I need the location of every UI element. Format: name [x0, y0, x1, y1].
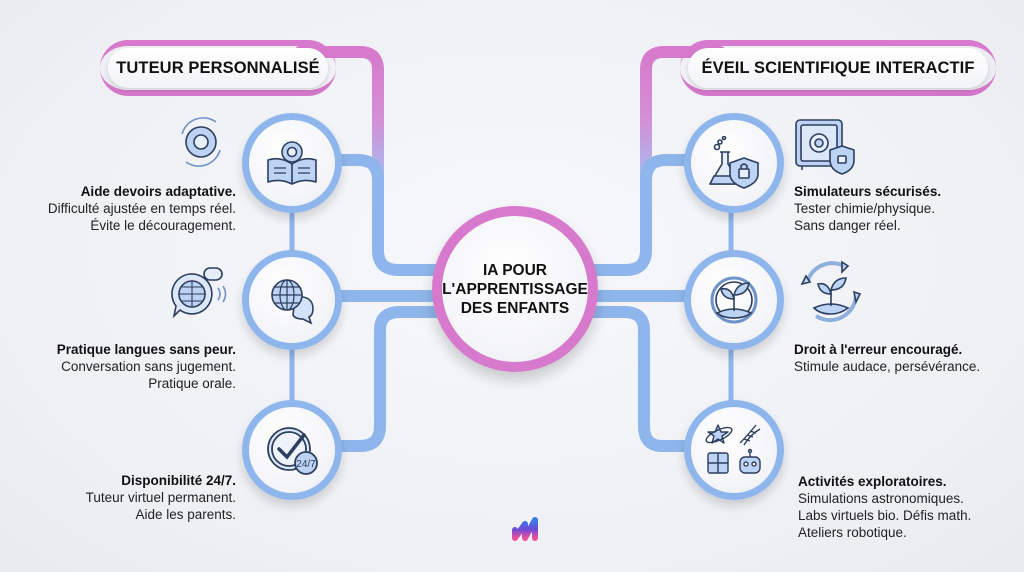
item-line: Simulations astronomiques. [798, 491, 964, 506]
left-branch-title-text: TUTEUR PERSONNALISÉ [116, 58, 320, 77]
item-line: Sans danger réel. [794, 218, 901, 233]
item-title: Pratique langues sans peur. [56, 342, 236, 357]
center-line-1: IA POUR [482, 261, 547, 279]
item-title: Aide devoirs adaptative. [80, 184, 236, 199]
desc-aide-devoirs: Aide devoirs adaptative. Difficulté ajus… [20, 183, 236, 234]
node-activites[interactable] [684, 400, 784, 500]
right-branch-title-text: ÉVEIL SCIENTIFIQUE INTERACTIF [701, 58, 975, 77]
item-line: Stimule audace, persévérance. [794, 359, 981, 374]
brand-logo-icon [511, 516, 541, 549]
safe-lock-icon [794, 118, 858, 183]
sprout-cycle-icon [710, 276, 758, 324]
right-branch-title: ÉVEIL SCIENTIFIQUE INTERACTIF [688, 48, 988, 88]
item-line: Tuteur virtuel permanent. [85, 490, 236, 505]
item-line: Évite le découragement. [90, 218, 236, 233]
center-line-3: DES ENFANTS [460, 299, 570, 317]
clock-check-24-7-icon: 24/7 [267, 427, 318, 475]
globe-chat-icon [271, 279, 314, 325]
node-droit-erreur[interactable] [684, 250, 784, 350]
item-line: Ateliers robotique. [798, 525, 907, 540]
desc-activites: Activités exploratoires. Simulations ast… [798, 473, 1018, 541]
item-title: Droit à l'erreur encouragé. [794, 342, 963, 357]
item-line: Labs virtuels bio. Défis math. [798, 508, 972, 523]
science-activities-icon [705, 424, 761, 474]
item-line: Aide les parents. [135, 507, 236, 522]
item-line: Tester chimie/physique. [794, 201, 936, 216]
item-line: Pratique orale. [148, 376, 236, 391]
node-disponibilite[interactable]: 24/7 [242, 400, 342, 500]
item-title: Simulateurs sécurisés. [794, 184, 942, 199]
item-line: Difficulté ajustée en temps réel. [47, 201, 236, 216]
svg-text:24/7: 24/7 [296, 459, 316, 470]
item-title: Disponibilité 24/7. [121, 473, 236, 488]
desc-disponibilite: Disponibilité 24/7. Tuteur virtuel perma… [20, 472, 236, 523]
desc-simulateurs: Simulateurs sécurisés. Tester chimie/phy… [794, 183, 1014, 234]
node-aide-devoirs[interactable] [242, 113, 342, 213]
item-line: Conversation sans jugement. [61, 359, 236, 374]
center-topic: IA POUR L'APPRENTISSAGE DES ENFANTS [432, 206, 598, 372]
sprout-arrows-icon [796, 258, 866, 329]
flask-shield-icon [709, 136, 759, 189]
left-branch-title: TUTEUR PERSONNALISÉ [108, 48, 328, 88]
item-title: Activités exploratoires. [798, 474, 947, 489]
book-gear-icon [267, 141, 317, 185]
globe-speech-icon [168, 266, 234, 329]
center-line-2: L'APPRENTISSAGE [442, 280, 588, 298]
node-simulateurs[interactable] [684, 113, 784, 213]
node-langues[interactable] [242, 250, 342, 350]
gear-refresh-icon [172, 112, 230, 177]
desc-langues: Pratique langues sans peur. Conversation… [20, 341, 236, 392]
desc-droit-erreur: Droit à l'erreur encouragé. Stimule auda… [794, 341, 1014, 375]
